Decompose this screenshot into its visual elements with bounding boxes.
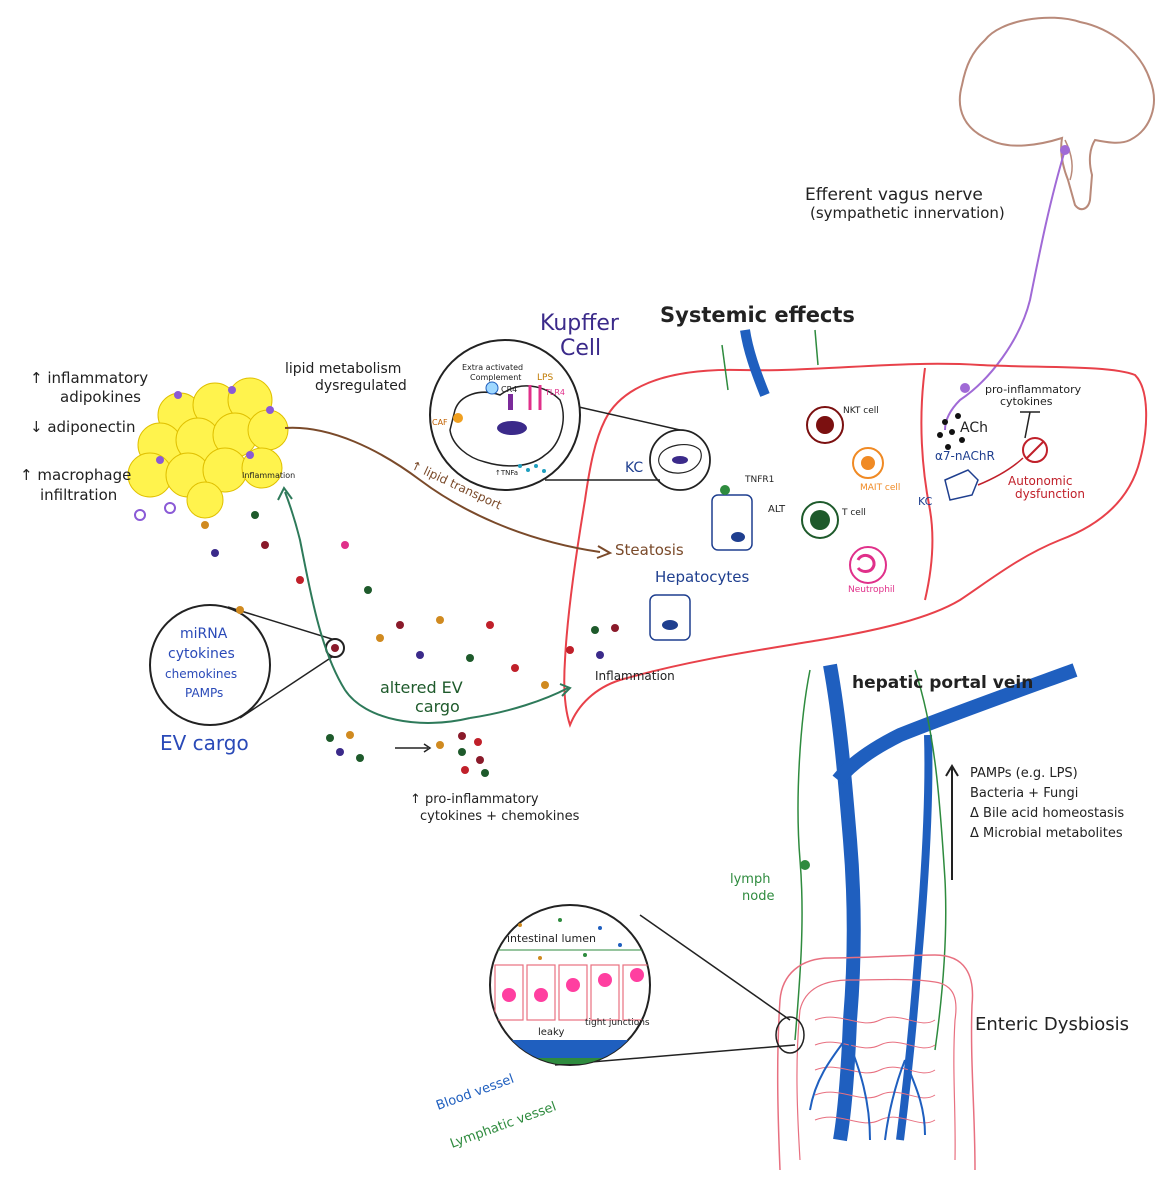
gut-zoom-line-top bbox=[640, 915, 790, 1020]
mait-label: MAIT cell bbox=[860, 483, 900, 493]
lymph-node-dot bbox=[800, 860, 810, 870]
portal-vein-right bbox=[900, 735, 928, 1140]
cr4-label: CR4 bbox=[501, 385, 517, 394]
lps-label: LPS bbox=[537, 373, 553, 383]
colon-outline bbox=[778, 955, 975, 1170]
hepatocyte-top-nucleus bbox=[731, 532, 745, 542]
pro-inflammatory-2: cytokines bbox=[1000, 395, 1053, 408]
systemic-vein bbox=[745, 330, 765, 395]
kupffer-title-2: Cell bbox=[560, 336, 601, 361]
lipid-text-2: dysregulated bbox=[315, 378, 407, 394]
complement-2: Complement bbox=[470, 373, 521, 382]
autonomic-block-slash bbox=[1027, 442, 1043, 458]
zoom-line-top bbox=[570, 405, 680, 430]
hepatocytes-label: Hepatocytes bbox=[655, 568, 750, 586]
ach-label: ACh bbox=[960, 420, 988, 436]
ev-group: miRNA cytokines chemokines PAMPs EV carg… bbox=[150, 488, 619, 824]
hepatocyte-lower bbox=[650, 595, 690, 640]
lymph-node-label-2: node bbox=[742, 889, 774, 904]
right-kc-label: KC bbox=[918, 495, 933, 508]
cytokines-2: cytokines + chemokines bbox=[420, 809, 580, 824]
vagus-terminal bbox=[960, 383, 970, 393]
ev-zoom-circle bbox=[150, 605, 270, 725]
small-intestine bbox=[815, 1017, 935, 1123]
vagus-label-1: Efferent vagus nerve bbox=[805, 185, 983, 205]
altered-ev-2: cargo bbox=[415, 697, 460, 716]
adipose-inflammation: Inflammation bbox=[242, 471, 295, 480]
kupffer-nucleus bbox=[672, 456, 688, 464]
gut-title: Enteric Dysbiosis bbox=[975, 1014, 1129, 1035]
bile-label: Δ Bile acid homeostasis bbox=[970, 806, 1124, 821]
ev-cargo-item: cytokines bbox=[168, 646, 235, 662]
hepatocyte-top bbox=[712, 495, 752, 550]
caf-marker bbox=[453, 413, 463, 423]
adipose-text-5: infiltration bbox=[40, 486, 117, 504]
leaky-label: leaky bbox=[538, 1027, 564, 1038]
lipid-text-1: lipid metabolism bbox=[285, 361, 401, 377]
altered-ev-1: altered EV bbox=[380, 678, 463, 697]
kupffer-title-1: Kupffer bbox=[540, 311, 620, 336]
liver-inflammation-label: Inflammation bbox=[595, 669, 675, 683]
tnfr1-receptor bbox=[720, 485, 730, 495]
cr4-receptor bbox=[486, 382, 498, 394]
alt-label: ALT bbox=[768, 504, 786, 515]
gut-group: Enteric Dysbiosis bbox=[434, 905, 1129, 1170]
microbial-label: Δ Microbial metabolites bbox=[970, 826, 1123, 841]
autonomic-label-2: dysfunction bbox=[1015, 487, 1085, 501]
bacteria-label: Bacteria + Fungi bbox=[970, 786, 1078, 801]
mait-cell-core bbox=[861, 456, 875, 470]
autonomic-label-1: Autonomic bbox=[1008, 474, 1072, 488]
t-cell-label: T cell bbox=[841, 508, 866, 518]
vagus-nucleus bbox=[1060, 145, 1070, 155]
zoom-nucleus bbox=[497, 421, 527, 435]
lymph-node-label-1: lymph bbox=[730, 872, 770, 887]
ev-arrow-to-liver bbox=[470, 688, 568, 718]
caf-label: CAF bbox=[432, 418, 448, 427]
steatosis-label: Steatosis bbox=[615, 541, 684, 559]
tlr4-label: TLR4 bbox=[544, 388, 565, 397]
ev-vesicle-core bbox=[331, 644, 339, 652]
ttnf-label: ↑TNFa bbox=[495, 469, 518, 477]
ev-cargo-item: PAMPs bbox=[185, 686, 223, 700]
liver-lobe-divider bbox=[921, 368, 932, 600]
lumen-label: intestinal lumen bbox=[507, 932, 596, 945]
systemic-lymph-left bbox=[722, 345, 728, 390]
kc-label: KC bbox=[625, 460, 643, 476]
nkt-cell-core bbox=[816, 416, 834, 434]
vagus-label-2: (sympathetic innervation) bbox=[810, 204, 1005, 222]
tnfr1-label: TNFR1 bbox=[744, 475, 774, 485]
adipose-text-1: ↑ inflammatory bbox=[30, 369, 148, 387]
adipose-text-2: adipokines bbox=[60, 388, 141, 406]
adipose-text-3: ↓ adiponectin bbox=[30, 418, 135, 436]
lymph-vessel-left bbox=[795, 670, 810, 1040]
portal-group: hepatic portal vein PAMPs (e.g. LPS) Bac… bbox=[730, 665, 1124, 1140]
complement-1: Extra activated bbox=[462, 363, 523, 372]
right-kc-cell bbox=[945, 470, 978, 500]
a7nachr-label: α7-nAChR bbox=[935, 449, 995, 463]
inhibit-line bbox=[1020, 412, 1040, 438]
tight-junctions-label: tight junctions bbox=[585, 1018, 650, 1028]
liver-title: Systemic effects bbox=[660, 303, 855, 327]
neutrophil-label: Neutrophil bbox=[848, 585, 895, 595]
liver-group: Systemic effects Kupffer Cell KC TNFR1 A… bbox=[540, 303, 1146, 725]
ev-cargo-item: miRNA bbox=[180, 626, 228, 642]
systemic-lymph-right bbox=[815, 330, 818, 365]
neutrophil bbox=[850, 547, 886, 583]
adipose-text-4: ↑ macrophage bbox=[20, 466, 131, 484]
nkt-label: NKT cell bbox=[843, 406, 879, 416]
hepatocyte-lower-nucleus bbox=[662, 620, 678, 630]
fat-cells bbox=[128, 378, 288, 518]
cytokines-1: ↑ pro-inflammatory bbox=[410, 792, 539, 807]
cr4-stem bbox=[508, 394, 513, 410]
lymphatic-vessel-label: Lymphatic vessel bbox=[448, 1099, 558, 1151]
pamps-label: PAMPs (e.g. LPS) bbox=[970, 766, 1078, 781]
colon-inner bbox=[797, 980, 956, 1161]
blood-vessel-label: Blood vessel bbox=[434, 1072, 516, 1114]
ev-cargo-item: chemokines bbox=[165, 667, 237, 681]
portal-vein-label: hepatic portal vein bbox=[852, 673, 1033, 693]
gut-zoom-source bbox=[776, 1017, 804, 1053]
ev-cargo-title: EV cargo bbox=[160, 731, 249, 755]
t-cell-core bbox=[810, 510, 830, 530]
